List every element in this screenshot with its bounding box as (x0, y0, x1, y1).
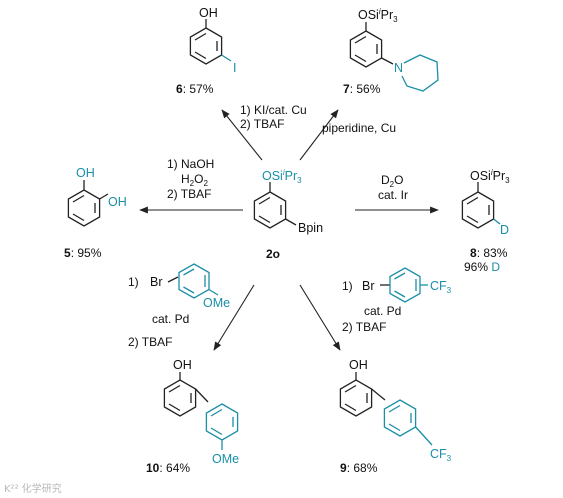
product-10: OH OMe 10: 64% (146, 358, 239, 475)
conditions-to-8: D2O cat. Ir (378, 173, 408, 202)
cond-9-br: Br (362, 279, 375, 293)
p5-oh-side: OH (108, 195, 127, 209)
arrow-to-6 (221, 109, 263, 161)
cond-8-line1: D2O (381, 173, 403, 189)
p10-yield: 10: 64% (146, 461, 190, 475)
compound-2o: OSiiPr3 Bpin 2o (253, 168, 323, 261)
conditions-to-6: 1) KI/cat. Cu 2) TBAF (240, 103, 307, 131)
cond-5-line2: H2O2 (181, 172, 208, 188)
conditions-to-10: 1) Br OMe cat. Pd 2) TBAF (128, 263, 230, 349)
arrow-to-7 (299, 109, 339, 161)
p6-oh: OH (199, 6, 218, 20)
p10-oh: OH (173, 358, 192, 372)
p6-yield: 6: 57% (176, 82, 214, 96)
p6-iodo: I (233, 61, 236, 75)
product-6: OH I 6: 57% (176, 6, 236, 96)
p5-oh-top: OH (76, 166, 95, 180)
cond-10-step2: 2) TBAF (128, 335, 172, 349)
p7-osi: OSiiPr3 (358, 7, 398, 24)
product-7: OSiiPr3 N 7: 56% (343, 7, 439, 96)
p8-deuterium: D (500, 223, 509, 237)
arrow-to-10 (213, 284, 255, 351)
p8-yield-d: 96% D (464, 260, 500, 274)
center-osi-label: OSiiPr3 (262, 168, 302, 185)
cond-10-ome: OMe (203, 296, 230, 310)
cond-10-br: Br (150, 275, 163, 289)
center-compound-number: 2o (266, 247, 280, 261)
p8-yield: 8: 83% (470, 246, 508, 260)
center-bpin-label: Bpin (298, 221, 323, 235)
p8-osi: OSiiPr3 (470, 168, 510, 185)
p7-yield: 7: 56% (343, 82, 381, 96)
product-8: OSiiPr3 D 8: 83% 96% D (461, 168, 510, 274)
cond-6-line1: 1) KI/cat. Cu (240, 103, 307, 117)
p5-yield: 5: 95% (64, 246, 102, 260)
cond-9-cf3: CF3 (430, 279, 452, 295)
cond-9-step2: 2) TBAF (342, 320, 386, 334)
cond-8-line2: cat. Ir (378, 188, 408, 202)
product-9: OH CF3 9: 68% (339, 358, 452, 475)
conditions-to-7: piperidine, Cu (322, 121, 396, 135)
cond-5-line3: 2) TBAF (167, 187, 211, 201)
cond-10-cat: cat. Pd (152, 312, 189, 326)
conditions-to-5: 1) NaOH H2O2 2) TBAF (167, 157, 214, 201)
conditions-to-9: 1) Br CF3 cat. Pd 2) TBAF (342, 267, 452, 334)
cond-9-cat: cat. Pd (364, 304, 401, 318)
p9-yield: 9: 68% (340, 461, 378, 475)
p9-cf3: CF3 (430, 447, 452, 463)
cond-6-line2: 2) TBAF (240, 117, 284, 131)
product-5: OH OH 5: 95% (64, 166, 127, 260)
cond-7-line1: piperidine, Cu (322, 121, 396, 135)
p10-ome: OMe (212, 452, 239, 466)
p7-nitrogen: N (394, 61, 403, 75)
cond-10-step1: 1) (128, 275, 139, 289)
watermark: K²² 化学研究 (4, 482, 62, 495)
cond-9-step1: 1) (342, 279, 353, 293)
p9-oh: OH (349, 358, 368, 372)
cond-5-line1: 1) NaOH (167, 157, 214, 171)
arrow-to-9 (299, 284, 341, 351)
